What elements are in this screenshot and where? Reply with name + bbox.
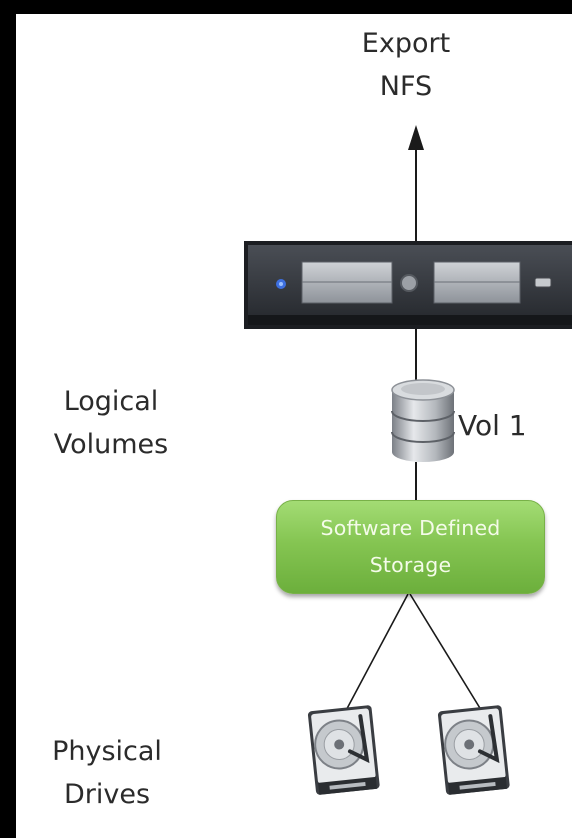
export-arrowhead [408,125,424,150]
software-defined-storage-box: Software Defined Storage [276,500,545,594]
export-label-line2: NFS [379,71,433,102]
diagram-panel [16,14,572,838]
physical-label-line2: Drives [63,779,151,810]
physical-drives-label: Physical Drives [22,730,192,816]
logical-label-line2: Volumes [53,429,169,460]
server-icon [244,241,572,329]
export-label-line1: Export [361,28,451,59]
logical-volumes-label: Logical Volumes [26,380,196,466]
logical-label-line1: Logical [63,386,159,417]
volume-label: Vol 1 [458,409,527,442]
physical-label-line1: Physical [52,736,162,767]
hard-drive-icon [307,705,380,795]
database-cylinder-icon [391,379,455,462]
sds-label-line1: Software Defined [320,516,501,540]
sds-label-line2: Storage [369,553,452,577]
drive-1-connector-line [341,593,409,719]
drive-2-connector-line [409,593,487,719]
sds-label: Software Defined Storage [277,510,544,584]
hard-drive-icon [437,705,510,795]
export-nfs-label: Export NFS [336,22,476,108]
